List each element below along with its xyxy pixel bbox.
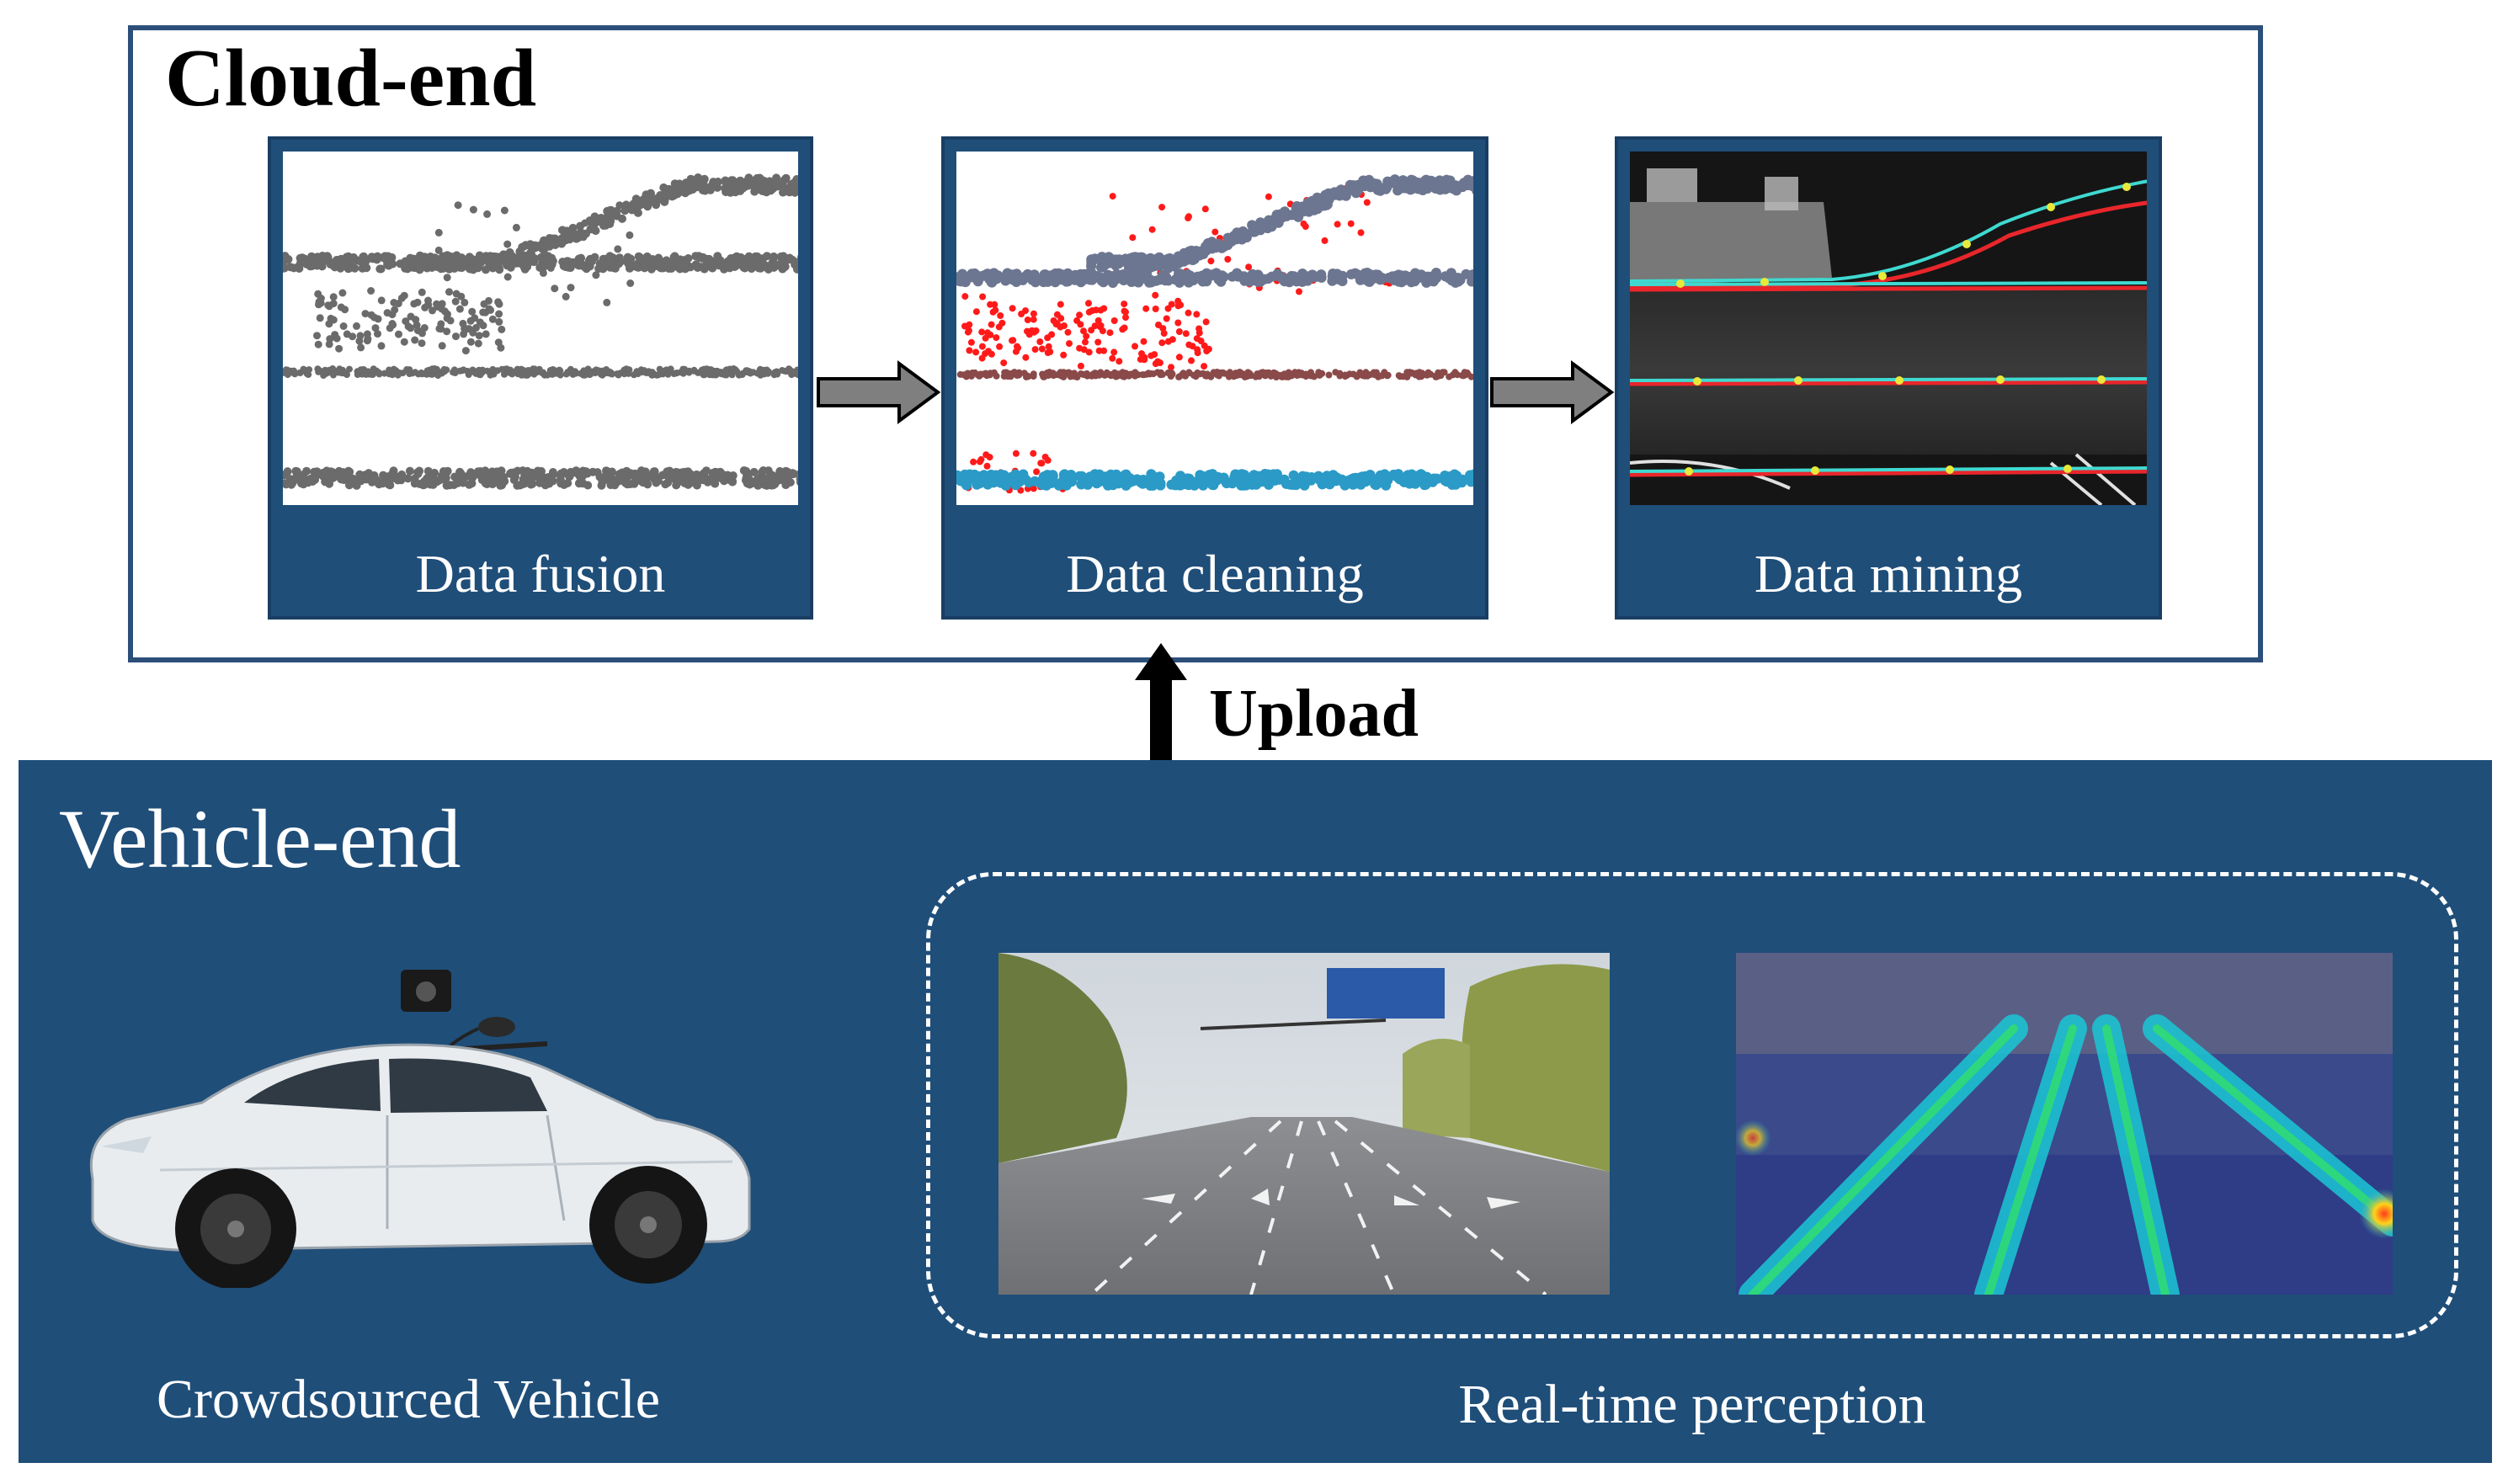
upload-arrow-icon (1135, 643, 1187, 763)
cleaned-point-cloud (956, 174, 1473, 494)
lane-map-render (1630, 152, 2147, 505)
crowdsourced-vehicle-caption: Crowdsourced Vehicle (156, 1369, 661, 1430)
data-fusion-image (283, 152, 798, 505)
wheel-rear (589, 1166, 707, 1284)
crowdsourced-vehicle-image (89, 970, 751, 1288)
data-cleaning-image (956, 152, 1473, 505)
fusion-point-cloud (283, 173, 798, 490)
vehicle-end-title: Vehicle-end (59, 792, 461, 886)
lane-heatmap-image (1736, 953, 2393, 1295)
upload-label: Upload (1209, 677, 1419, 751)
data-fusion-caption: Data fusion (415, 544, 666, 604)
road-camera-image (998, 953, 1610, 1295)
data-fusion-panel: Data fusion (268, 136, 813, 620)
data-mining-caption: Data mining (1754, 544, 2023, 604)
real-time-perception-caption: Real-time perception (1458, 1374, 1926, 1435)
cloud-end-title: Cloud-end (165, 33, 537, 124)
data-cleaning-panel: Data cleaning (941, 136, 1488, 620)
wheel-front (175, 1168, 296, 1288)
real-time-perception-frame (926, 872, 2458, 1338)
data-mining-image (1630, 152, 2147, 505)
right-arrow-icon (817, 360, 941, 424)
right-arrow-icon (1490, 360, 1615, 424)
data-cleaning-caption: Data cleaning (1066, 544, 1364, 604)
data-mining-panel: Data mining (1615, 136, 2162, 620)
camera-sensor-icon (401, 970, 451, 1012)
